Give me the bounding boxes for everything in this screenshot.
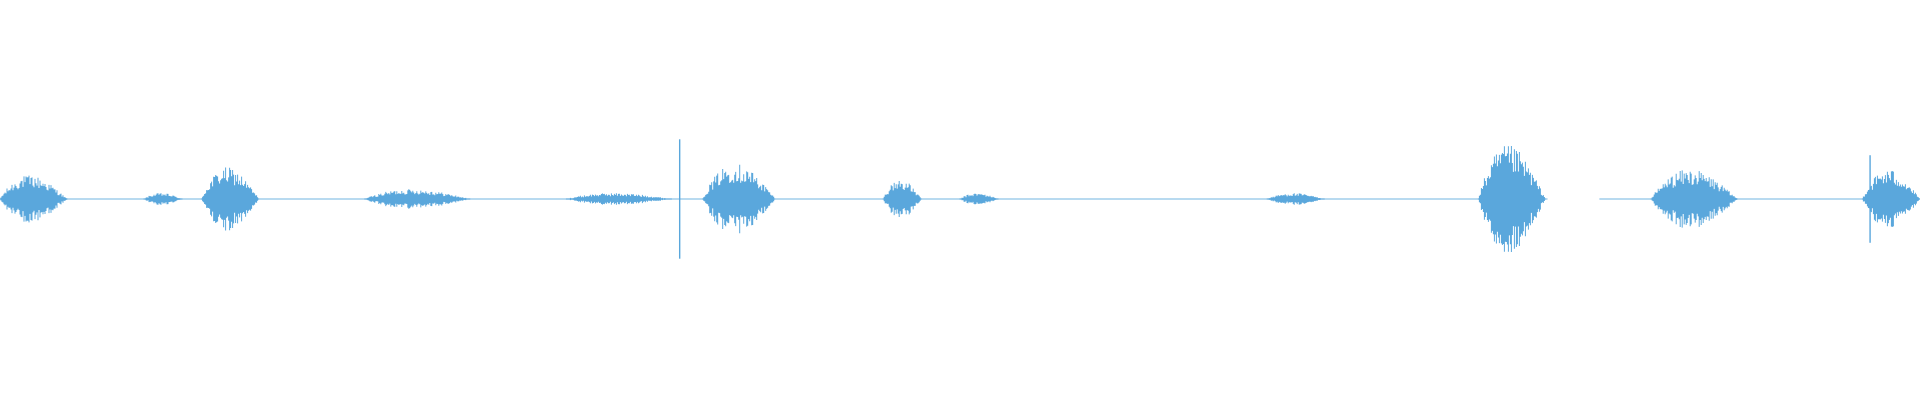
waveform-segment — [882, 181, 922, 217]
waveform-segment — [201, 167, 260, 231]
waveform-gap — [1547, 197, 1600, 201]
waveform-segment — [1861, 171, 1920, 227]
waveform-segment — [565, 193, 672, 205]
waveform-segment — [0, 175, 68, 223]
waveform-marks — [0, 139, 1920, 259]
waveform-segment — [1266, 193, 1325, 205]
waveform-segment — [1650, 170, 1738, 228]
waveform-segment — [364, 189, 471, 209]
waveform-segment — [1477, 146, 1546, 252]
waveform-segment — [143, 193, 183, 205]
waveform-segment — [702, 164, 776, 234]
waveform-segment — [959, 193, 999, 205]
